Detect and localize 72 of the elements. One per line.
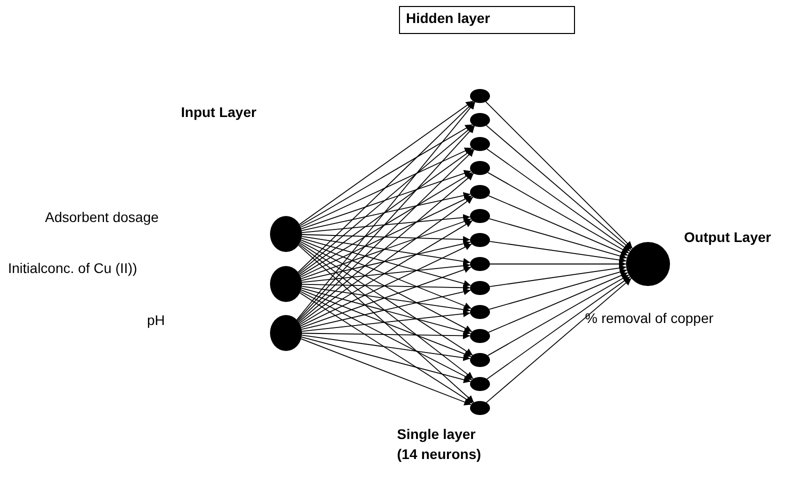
neuron-circle <box>470 209 490 223</box>
arrow <box>486 276 631 380</box>
neuron-circle <box>470 257 490 271</box>
arrow <box>300 170 472 230</box>
arrow <box>486 124 632 250</box>
arrow <box>301 192 471 232</box>
node-caption: % removal of copper <box>585 310 714 326</box>
arrow <box>300 220 473 325</box>
arrow <box>488 218 628 260</box>
arrow <box>299 148 474 275</box>
arrow <box>301 310 471 332</box>
neuron-circle <box>470 233 490 247</box>
arrow <box>299 292 474 404</box>
arrow <box>485 101 633 249</box>
arrow <box>486 278 632 404</box>
arrow <box>302 234 470 243</box>
arrow <box>301 334 471 362</box>
layer-label: Initialconc. of Cu (II)) <box>8 259 138 278</box>
arrow <box>301 336 472 384</box>
neuron-circle <box>470 329 490 343</box>
arrow <box>300 147 472 228</box>
arrow <box>300 266 472 328</box>
arrow <box>301 262 471 283</box>
arrow <box>298 244 474 380</box>
arrow <box>299 242 474 356</box>
layer-label: pH <box>147 311 165 330</box>
arrow <box>301 236 471 265</box>
arrow <box>302 284 470 292</box>
arrow <box>299 196 474 324</box>
arrow <box>300 240 472 310</box>
neuron-circle <box>470 305 490 319</box>
neuron-circle <box>270 266 302 302</box>
arrow <box>488 268 628 310</box>
arrow <box>489 240 627 264</box>
arrow <box>299 100 474 225</box>
arrow <box>486 148 631 252</box>
arrow <box>300 289 472 358</box>
arrow <box>300 338 472 406</box>
arrow <box>300 195 472 278</box>
node-caption: Output Layer <box>684 229 772 245</box>
arrow <box>300 291 472 380</box>
layer-label: Input Layer <box>181 103 256 122</box>
arrow <box>488 272 628 333</box>
arrow <box>300 172 473 276</box>
layer-label: Adsorbent dosage <box>45 208 159 227</box>
layer-label: Single layer (14 neurons) <box>397 425 482 464</box>
arrow <box>488 195 628 256</box>
neuron-circle <box>470 377 490 391</box>
neuron-circle <box>470 89 490 103</box>
arrow <box>489 264 627 288</box>
neuron-circle <box>470 161 490 175</box>
arrow <box>487 172 630 254</box>
arrow <box>301 286 471 314</box>
arrow <box>490 260 626 268</box>
neuron-circle <box>270 216 302 252</box>
neuron-circle <box>470 281 490 295</box>
neuron-circle <box>470 185 490 199</box>
arrow <box>298 244 474 403</box>
arrow <box>300 218 472 280</box>
neuron-circle <box>470 113 490 127</box>
neuron-circle <box>270 315 302 351</box>
arrow <box>300 124 473 226</box>
neuron-circle <box>470 353 490 367</box>
arrow <box>487 274 630 356</box>
arrow <box>301 238 472 287</box>
neuron-circle <box>470 401 490 415</box>
arrow <box>302 332 470 340</box>
neuron-circle <box>626 242 670 286</box>
arrow <box>301 240 471 281</box>
layer-title-box: Hidden layer <box>399 6 575 34</box>
neuron-circle <box>470 137 490 151</box>
arrow <box>302 214 471 233</box>
